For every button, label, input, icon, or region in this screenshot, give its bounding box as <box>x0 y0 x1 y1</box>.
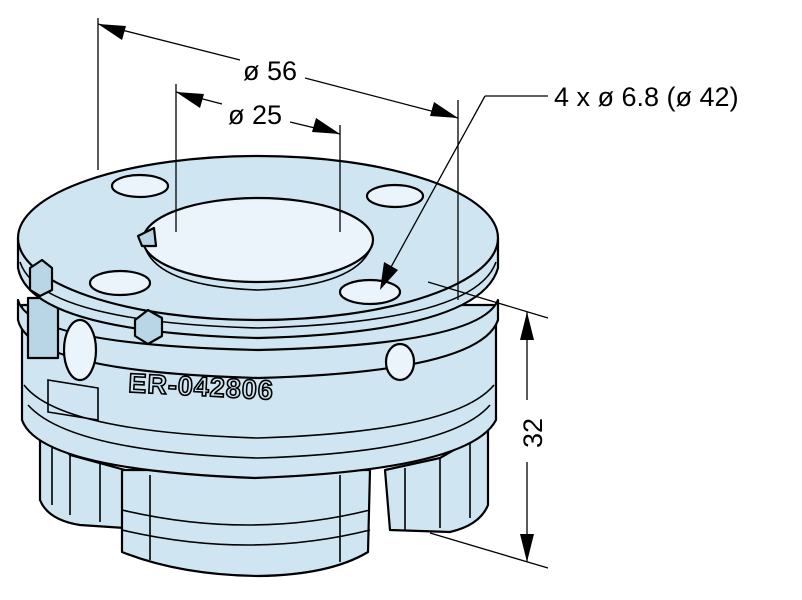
label-bore-diameter: ø 25 <box>228 100 282 130</box>
middle-body <box>16 296 500 480</box>
central-bore <box>141 196 375 284</box>
top-flange <box>16 154 500 346</box>
mounting-hole <box>338 278 402 306</box>
lower-body <box>38 418 490 578</box>
mounting-hole <box>110 173 170 199</box>
label-outer-diameter: ø 56 <box>243 56 297 86</box>
leader-holes <box>380 95 548 290</box>
dimension-bore-diameter <box>175 84 341 232</box>
mounting-hole <box>365 183 425 209</box>
label-holes: 4 x ø 6.8 (ø 42) <box>554 82 739 112</box>
mounting-hole <box>88 269 152 297</box>
label-height: 32 <box>518 418 548 448</box>
dimension-outer-diameter <box>97 18 459 300</box>
dimension-height <box>427 281 549 569</box>
